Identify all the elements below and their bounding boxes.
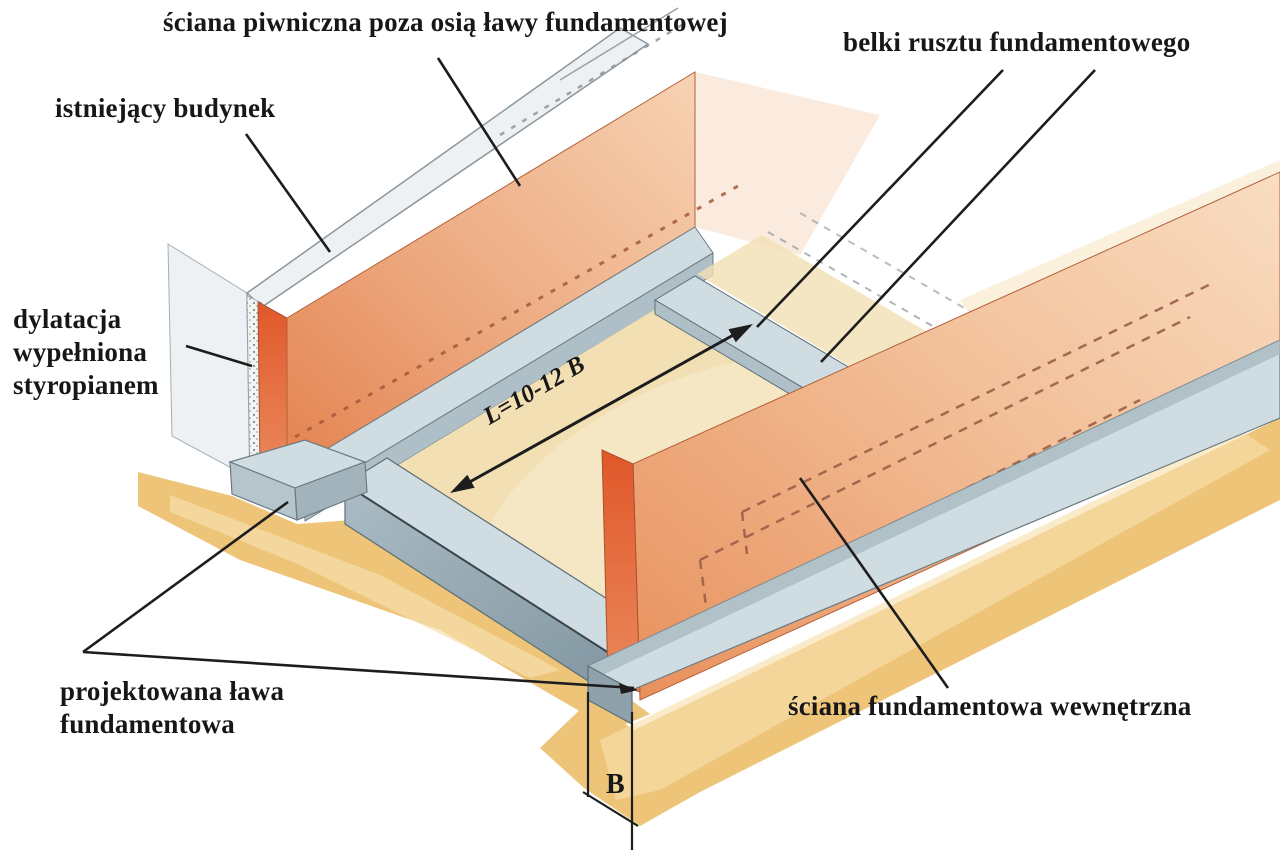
ground-sand-left [138,472,650,730]
brick-fade-wash [695,72,880,255]
label-existing-building: istniejący budynek [55,93,276,123]
leader-internal-wall [798,477,950,689]
label-footing-width-dimension: B [606,769,625,800]
basement-wall [257,71,746,474]
label-designed-footing: projektowana ława fundamentowa [60,675,284,741]
hidden-footing-line-left [294,180,746,439]
leader-expansion-joint [185,344,253,368]
label-designed-footing-line1: projektowana ława [60,676,285,706]
ground-sand-right [540,418,1280,826]
left-footing-front-block [228,439,368,521]
label-designed-footing-line2: fundamentowa [60,709,235,739]
leader-existing-building [244,133,332,253]
leader-lines [82,57,1096,694]
right-footing [586,339,1280,726]
label-internal-wall: ściana fundamentowa wewnętrzna [788,691,1192,721]
label-basement-wall: ściana piwniczna poza osią ławy fundamen… [163,7,728,37]
internal-wall-end-face [601,449,641,693]
leader-footing-b-arrowhead [619,683,638,694]
beam-spacing-dimension-arrow [450,324,753,493]
leader-footing-b [82,650,635,690]
leader-basement-wall [436,57,522,187]
label-expansion-joint-line1: dylatacja [13,304,122,334]
b-dim-tick [582,791,639,827]
label-expansion-joint: dylatacja wypełniona styropianem [13,303,159,402]
leader-beams-1 [756,69,1004,328]
leader-footing-a [82,500,289,654]
label-expansion-joint-line2: wypełniona [13,337,148,367]
leader-beams-2 [820,69,1096,363]
footing-width-dimension [582,692,639,850]
label-grillage-beams: belki rusztu fundamentowego [843,27,1191,57]
label-expansion-joint-line3: styropianem [13,370,159,400]
